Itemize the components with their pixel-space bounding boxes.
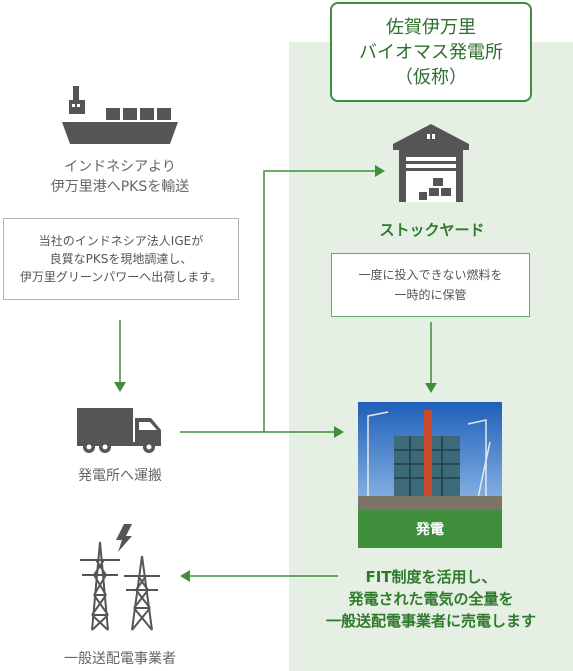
sell-line-1: FIT制度を活用し、: [365, 568, 497, 586]
procurement-note-line-2: 良質なPKSを現地調達し、: [49, 252, 193, 266]
warehouse-icon: [393, 124, 469, 202]
truck-icon: [77, 408, 163, 454]
stockyard-label: ストックヤード: [379, 221, 485, 239]
procurement-note-line-3: 伊万里グリーンパワーへ出荷します。: [19, 270, 223, 284]
storage-note-box: 一度に投入できない燃料を 一時的に保管: [331, 253, 530, 317]
power-tower-icon: [72, 520, 172, 632]
arrow-truck-to-stockyard: [263, 170, 375, 432]
cargo-ship-icon: [60, 86, 180, 146]
title-line-3: （仮称）: [395, 66, 467, 88]
truck-label: 発電所へ運搬: [78, 468, 162, 484]
storage-note-line-1: 一度に投入できない燃料を: [358, 268, 503, 282]
power-plant-title-box: 佐賀伊万里 バイオマス発電所 （仮称）: [330, 2, 532, 102]
procurement-note-line-1: 当社のインドネシア法人IGEが: [38, 234, 204, 248]
sell-line-3: 一般送配電事業者に売電します: [325, 612, 536, 630]
power-plant-photo: [358, 402, 502, 510]
ship-label-line-2: 伊万里港へPKSを輸送: [50, 179, 190, 195]
procurement-note-box: 当社のインドネシア法人IGEが 良質なPKSを現地調達し、 伊万里グリーンパワー…: [3, 218, 239, 300]
ship-label-line-1: インドネシアより: [64, 159, 176, 175]
title-line-1: 佐賀伊万里: [386, 16, 476, 38]
sell-line-2: 発電された電気の全量を: [348, 590, 514, 608]
plant-caption: 発電: [358, 510, 502, 548]
title-line-2: バイオマス発電所: [359, 41, 503, 63]
tower-label: 一般送配電事業者: [64, 651, 176, 667]
storage-note-line-2: 一時的に保管: [394, 288, 467, 302]
